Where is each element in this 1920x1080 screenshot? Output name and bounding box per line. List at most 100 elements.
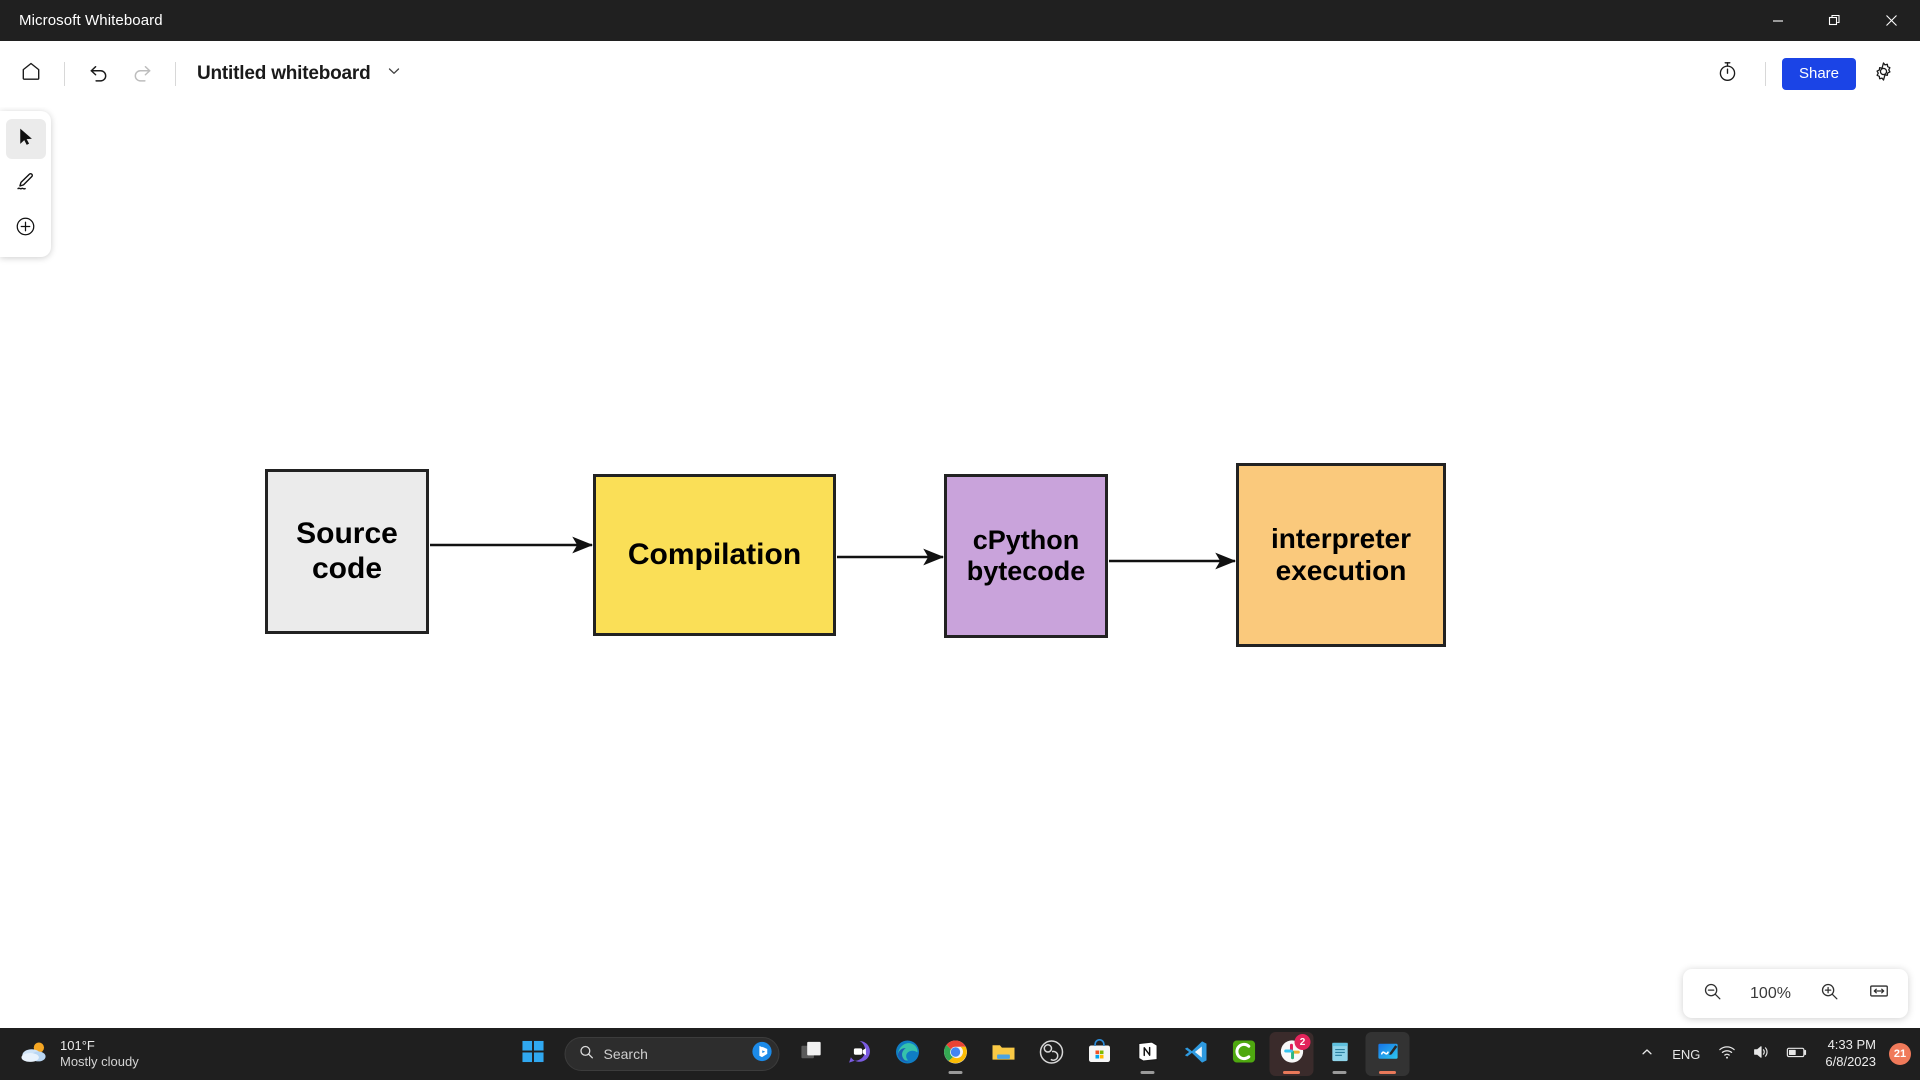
window-title: Microsoft Whiteboard — [19, 12, 163, 29]
tray-time: 4:33 PM — [1827, 1037, 1876, 1053]
app-command-bar: Untitled whiteboard Share — [0, 41, 1920, 107]
cursor-arrow-icon — [15, 126, 36, 152]
flowchart-node-interpreter-exec[interactable]: interpreter execution — [1236, 463, 1446, 647]
store-icon — [1087, 1038, 1113, 1070]
share-button[interactable]: Share — [1781, 57, 1856, 90]
search-placeholder: Search — [603, 1046, 648, 1062]
ink-tool[interactable] — [6, 164, 46, 204]
taskbar-app-vs-code[interactable] — [1174, 1032, 1218, 1076]
zoom-level-label[interactable]: 100% — [1750, 984, 1791, 1002]
fit-to-screen-button[interactable] — [1864, 979, 1894, 1009]
tray-date: 6/8/2023 — [1825, 1054, 1876, 1069]
taskbar-app-task-view[interactable] — [790, 1032, 834, 1076]
chat-video-icon — [847, 1039, 873, 1070]
bing-chat-icon[interactable] — [752, 1041, 773, 1067]
windows-start-icon — [521, 1040, 544, 1068]
zoom-in-button[interactable] — [1814, 979, 1844, 1009]
minimize-button[interactable] — [1749, 0, 1806, 41]
undo-button[interactable] — [77, 53, 119, 95]
flowchart-node-label: interpreter execution — [1270, 523, 1412, 586]
divider — [64, 61, 65, 86]
wifi-icon — [1718, 1043, 1736, 1066]
weather-temperature: 101°F — [60, 1038, 95, 1054]
document-title[interactable]: Untitled whiteboard — [197, 62, 371, 84]
weather-condition: Mostly cloudy — [60, 1054, 139, 1069]
zoom-out-button[interactable] — [1697, 979, 1727, 1009]
running-indicator — [1379, 1071, 1396, 1074]
taskbar-app-microsoft-store[interactable] — [1078, 1032, 1122, 1076]
taskbar-app-notion[interactable] — [1126, 1032, 1170, 1076]
redo-button[interactable] — [121, 53, 163, 95]
settings-button[interactable] — [1862, 53, 1904, 95]
insert-tool[interactable] — [6, 209, 46, 249]
flowchart-node-label: cPython bytecode — [966, 525, 1086, 586]
volume-button[interactable] — [1745, 1034, 1777, 1074]
taskbar-search-box[interactable]: Search — [564, 1037, 780, 1071]
slack-notification-badge: 2 — [1294, 1034, 1311, 1050]
home-button[interactable] — [10, 53, 52, 95]
flowchart-node-label: Compilation — [627, 537, 802, 571]
folder-icon — [991, 1039, 1017, 1070]
sun-behind-cloud-icon — [20, 1039, 51, 1070]
running-indicator — [1140, 1071, 1155, 1074]
taskbar-app-file-explorer[interactable] — [982, 1032, 1026, 1076]
chrome-icon — [943, 1039, 969, 1070]
whiteboard-icon — [1375, 1039, 1400, 1069]
document-title-menu-button[interactable] — [379, 59, 409, 89]
system-tray: ENG — [1633, 1028, 1920, 1080]
chevron-up-icon — [1640, 1045, 1654, 1064]
chevron-down-icon — [386, 63, 402, 84]
flowchart-node-compilation[interactable]: Compilation — [593, 474, 836, 636]
weather-text: 101°F Mostly cloudy — [60, 1038, 139, 1070]
battery-icon — [1786, 1044, 1808, 1065]
flowchart-node-source-code[interactable]: Source code — [265, 469, 429, 634]
search-icon — [579, 1044, 595, 1065]
running-indicator — [1283, 1071, 1300, 1074]
undo-icon — [87, 60, 110, 88]
network-button[interactable] — [1711, 1034, 1743, 1074]
running-indicator — [1332, 1071, 1347, 1074]
vscode-icon — [1183, 1039, 1209, 1070]
input-language-indicator[interactable]: ENG — [1672, 1046, 1701, 1062]
window-titlebar: Microsoft Whiteboard — [0, 0, 1920, 41]
whiteboard-canvas[interactable]: Source code Compilation cPython bytecode in… — [0, 107, 1920, 1028]
obs-icon — [1039, 1039, 1065, 1070]
running-indicator — [948, 1071, 963, 1074]
weather-widget[interactable]: 101°F Mostly cloudy — [4, 1035, 149, 1073]
home-icon — [20, 60, 42, 87]
zoom-in-icon — [1819, 981, 1840, 1007]
taskbar-app-notepad[interactable] — [1318, 1032, 1362, 1076]
timer-icon — [1716, 60, 1739, 88]
pen-icon — [14, 170, 37, 198]
close-button[interactable] — [1863, 0, 1920, 41]
notification-count-badge[interactable]: 21 — [1889, 1043, 1911, 1065]
zoom-controls: 100% — [1683, 969, 1908, 1018]
taskbar-app-slack[interactable]: 2 — [1269, 1032, 1314, 1076]
taskbar-app-obs-studio[interactable] — [1030, 1032, 1074, 1076]
notepad-icon — [1327, 1039, 1352, 1069]
gear-icon — [1872, 60, 1895, 88]
taskbar-app-microsoft-edge[interactable] — [886, 1032, 930, 1076]
taskbar-app-whiteboard[interactable] — [1365, 1032, 1410, 1076]
taskbar-app-google-chrome[interactable] — [934, 1032, 978, 1076]
command-bar-left-group: Untitled whiteboard — [0, 53, 409, 95]
window-controls — [1749, 0, 1920, 41]
taskbar-app-chat[interactable] — [838, 1032, 882, 1076]
restore-button[interactable] — [1806, 0, 1863, 41]
select-tool[interactable] — [5, 119, 46, 159]
flowchart-node-cpython-bytecode[interactable]: cPython bytecode — [944, 474, 1108, 638]
edge-icon — [895, 1039, 921, 1070]
tray-overflow-button[interactable] — [1633, 1034, 1661, 1074]
notion-icon — [1135, 1039, 1160, 1069]
divider — [175, 61, 176, 86]
plus-circle-icon — [14, 215, 37, 243]
speaker-icon — [1752, 1043, 1770, 1066]
clock-widget[interactable]: 4:33 PM 6/8/2023 — [1817, 1034, 1884, 1074]
timer-button[interactable] — [1707, 53, 1749, 95]
start-button[interactable] — [511, 1032, 555, 1076]
taskbar-app-calendly[interactable] — [1222, 1032, 1266, 1076]
taskbar-center-group: Search — [511, 1032, 1410, 1076]
flowchart-diagram: Source code Compilation cPython bytecode in… — [0, 107, 1920, 1028]
command-bar-right-group: Share — [1707, 53, 1920, 95]
battery-button[interactable] — [1779, 1034, 1815, 1074]
